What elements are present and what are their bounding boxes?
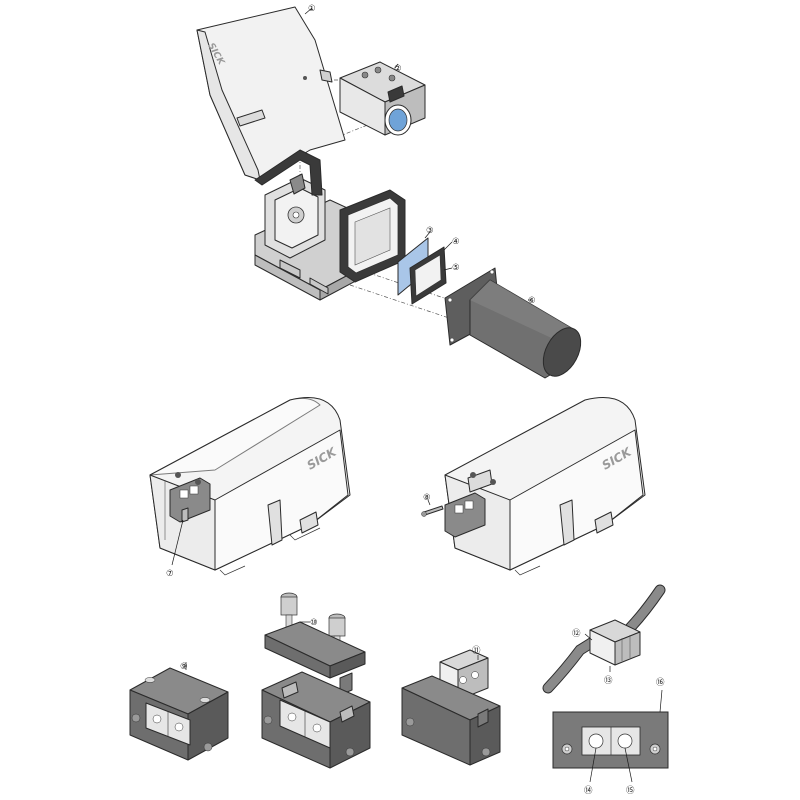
- callout-12: ⑫: [572, 629, 581, 639]
- scanner-module: [339, 61, 426, 136]
- housing-right: SICK: [421, 397, 646, 576]
- top-assembly: SICK: [196, 6, 582, 379]
- callout-5: ⑤: [452, 263, 460, 273]
- housing-left: SICK: [149, 397, 351, 576]
- callout-13: ⑬: [604, 676, 613, 686]
- callout-15: ⑮: [626, 786, 635, 796]
- tube-part: [444, 267, 582, 379]
- base-bracket: [254, 149, 406, 301]
- callout-8: ⑧: [423, 493, 431, 503]
- gland-block-10: [261, 592, 371, 769]
- callout-7: ⑦: [166, 569, 174, 579]
- callout-9: ⑨: [180, 662, 188, 672]
- callout-4: ④: [452, 237, 460, 247]
- gasket-frame: [409, 246, 447, 305]
- callout-3: ③: [426, 226, 434, 236]
- hood-part: SICK: [196, 6, 346, 181]
- gland-block-11: [401, 649, 501, 766]
- gland-front-plate: [552, 711, 669, 769]
- callouts: ① ② ③ ④ ⑤ ⑥ ⑦ ⑧ ⑨ ⑩ ⑪ ⑫ ⑬ ⑭ ⑮ ⑯: [166, 4, 665, 796]
- callout-10: ⑩: [310, 618, 318, 628]
- callout-11: ⑪: [472, 646, 481, 656]
- cable-insert: [542, 584, 666, 694]
- callout-1: ①: [308, 4, 316, 14]
- gland-block-9: [129, 667, 229, 761]
- callout-2: ②: [394, 64, 402, 74]
- callout-14: ⑭: [584, 786, 593, 796]
- callout-16: ⑯: [656, 678, 665, 688]
- callout-6: ⑥: [528, 296, 536, 306]
